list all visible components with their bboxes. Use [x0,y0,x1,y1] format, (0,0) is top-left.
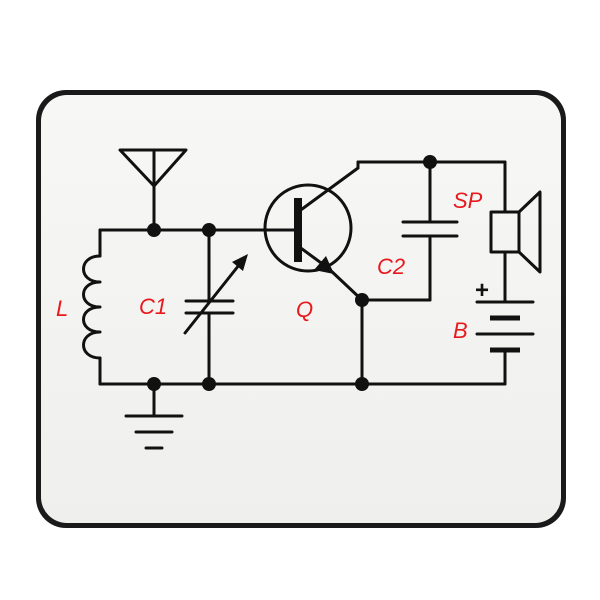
transistor-icon [260,166,364,302]
label-c2: C2 [377,254,405,279]
battery-icon [475,300,535,386]
capacitor-icon [401,160,459,302]
speaker-icon [489,160,542,304]
inductor-coil-icon [82,254,102,360]
label-q: Q [296,297,313,322]
junction-dots [147,155,437,391]
label-b: B [453,318,468,343]
label-c1: C1 [139,294,167,319]
antenna-icon [118,148,188,232]
circuit-schematic [82,148,542,450]
label-inductor: L [56,296,68,321]
variable-capacitor-icon [183,228,248,386]
battery-plus-sign: + [475,277,489,304]
label-sp: SP [453,188,483,213]
